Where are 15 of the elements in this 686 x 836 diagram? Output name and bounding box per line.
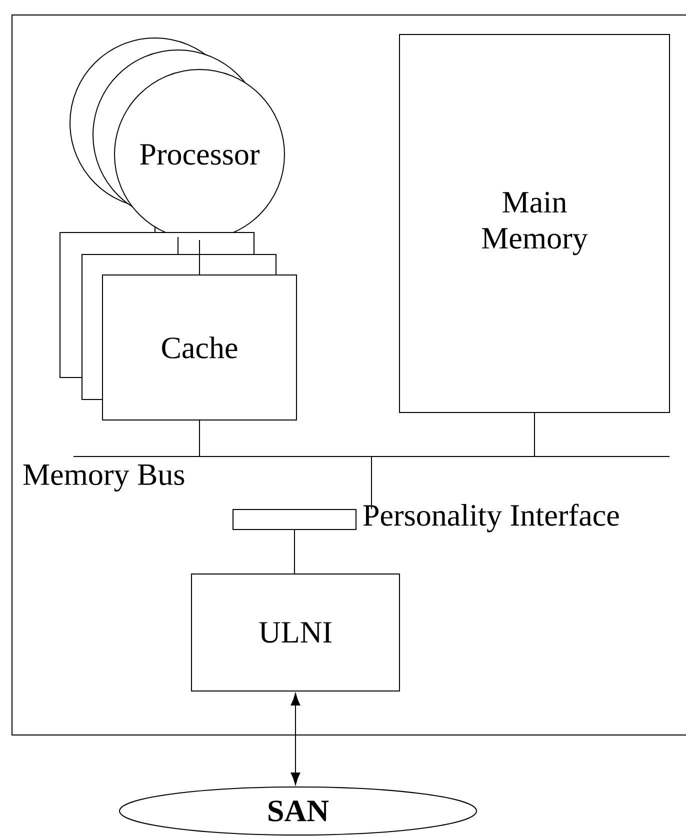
- connector-line: [199, 420, 200, 456]
- memory-bus-line: [73, 456, 670, 457]
- system-frame: [12, 14, 686, 736]
- processor-stack-drawing: Processor: [70, 38, 285, 240]
- memory-box: Main Memory: [399, 34, 670, 413]
- component-label: Personality Interface: [363, 504, 619, 532]
- connector-line: [294, 530, 295, 574]
- cache-stack-drawing: Cache: [60, 226, 297, 420]
- connector-line: [199, 240, 200, 275]
- connector-line: [371, 456, 372, 510]
- component-label: Memory Bus: [23, 464, 184, 492]
- connector-line: [534, 412, 535, 456]
- arrow: [290, 693, 300, 785]
- interface-bar: [232, 509, 356, 530]
- network-interface-box: ULNI: [191, 574, 400, 692]
